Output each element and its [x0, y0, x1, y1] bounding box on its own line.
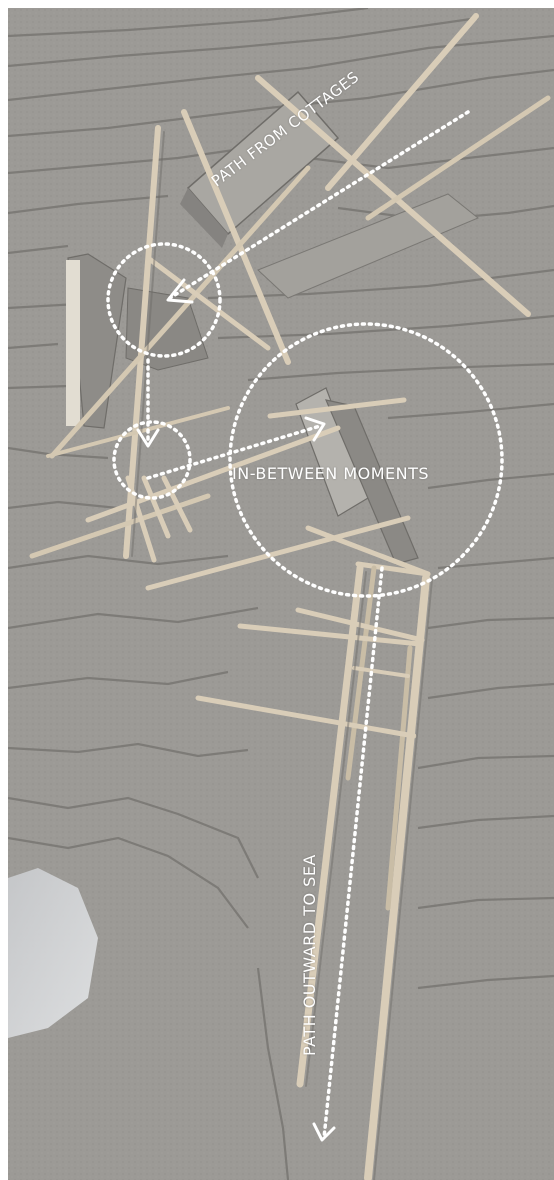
site-model-drawing	[8, 8, 554, 1180]
label-path-outward-to-sea: PATH OUTWARD TO SEA	[300, 854, 319, 1056]
label-in-between-moments: IN-BETWEEN MOMENTS	[232, 464, 429, 483]
site-model-photo: PATH FROM COTTAGES IN-BETWEEN MOMENTS PA…	[8, 8, 554, 1180]
block-left-face	[66, 260, 80, 426]
